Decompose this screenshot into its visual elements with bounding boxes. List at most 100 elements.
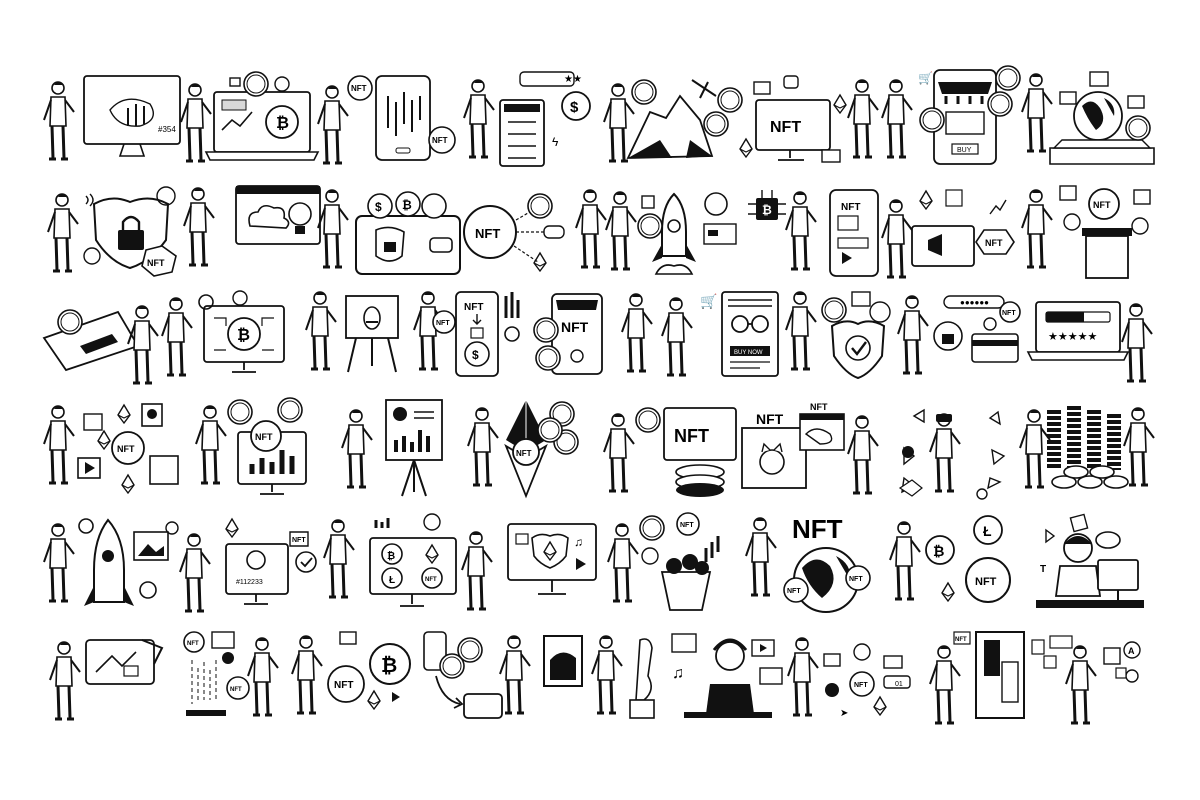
- gamepad-icon: [543, 225, 565, 239]
- bitcoin-icon: ₿: [933, 543, 944, 559]
- bitcoin-icon: ₿: [387, 550, 395, 562]
- lightbulb-icon: [288, 202, 312, 226]
- nft-bitcoin-exchange-illustration: NFT ₿: [290, 631, 411, 715]
- abstract-art-illustration: NFT: [928, 631, 1025, 725]
- text-tool-icon: T: [1040, 564, 1046, 575]
- creative-ideas-illustration: A: [1031, 635, 1141, 725]
- buy-button-label: BUY: [957, 147, 972, 154]
- statue-icon: [635, 638, 653, 701]
- nft-store-illustration: NFT 🛒: [533, 292, 717, 377]
- data-upload-illustration: NFT NFT: [183, 631, 280, 717]
- phone-chart-illustration: NFT NFT: [316, 75, 456, 165]
- litecoin-icon: Ł: [389, 575, 395, 586]
- vr-headset-icon: [936, 414, 952, 422]
- nft-coin-label: NFT: [117, 444, 135, 454]
- nft-globe-label: NFT: [787, 588, 801, 595]
- padlock-icon: [942, 334, 954, 344]
- password-dots-icon: ●●●●●●: [960, 298, 989, 307]
- star-icon: ★★★★★: [1048, 331, 1097, 343]
- bitcoin-monitor-illustration: ₿: [198, 290, 285, 373]
- digital-artist-desk-illustration: T: [1036, 513, 1144, 608]
- social-media-illustration: NFT 01 ➤: [786, 636, 911, 719]
- nft-transfer-phone-illustration: NFT NFT $: [412, 290, 520, 377]
- crypto-grid-illustration: ₿ Ł NFT: [322, 513, 457, 607]
- nft-tag-label: NFT: [810, 402, 828, 412]
- gear-icon: [78, 518, 94, 534]
- nft-badge-label: NFT: [351, 84, 367, 93]
- nft-basket-label: NFT: [680, 522, 694, 529]
- nft-monitor-illustration: NFT: [753, 75, 914, 163]
- security-shield-illustration: NFT: [46, 186, 177, 277]
- litecoin-icon: Ł: [983, 523, 992, 539]
- shopping-cart-icon: 🛒: [918, 71, 933, 85]
- globe-icon: [274, 76, 290, 92]
- star-icon: ★★: [564, 74, 582, 85]
- nft-coin-label: NFT: [975, 576, 997, 588]
- dollar-icon: $: [570, 99, 579, 116]
- nft-cat-art-illustration: NFT NFT: [741, 402, 880, 495]
- shield-check-illustration: [821, 291, 891, 380]
- egg-easel-illustration: [304, 290, 399, 373]
- checkmark-icon: [851, 341, 867, 356]
- counter-label: 01: [895, 681, 903, 688]
- nft-coin-label: NFT: [425, 577, 437, 583]
- lightbulb-icon: [1125, 669, 1139, 683]
- nft-screen-label: NFT: [770, 119, 801, 136]
- credit-card-icon: [971, 333, 1019, 363]
- bitcoin-icon: ₿: [402, 198, 412, 212]
- nft-gallery-illustration: NFT: [42, 403, 179, 494]
- price-label: #354: [158, 125, 176, 134]
- lightning-icon: ϟ: [552, 135, 559, 149]
- bitcoin-icon: ₿: [276, 114, 289, 132]
- image-icon: [821, 149, 841, 163]
- nft-analytics-illustration: NFT: [194, 397, 307, 495]
- presentation-chart-illustration: [340, 399, 443, 497]
- nft-phone-media-illustration: NFT NFT: [829, 189, 1015, 279]
- nft-node-label: NFT: [475, 226, 500, 241]
- bitcoin-icon: ₿: [381, 655, 397, 677]
- padlock-icon: [229, 77, 241, 87]
- nft-exhibition-illustration: NFT: [1020, 185, 1151, 279]
- rocket-startup-illustration: [42, 518, 179, 606]
- music-media-illustration: ♫: [671, 633, 783, 718]
- nft-basket-illustration: NFT: [606, 512, 720, 611]
- nft-coin-label: NFT: [334, 680, 353, 691]
- nft-badge-label: NFT: [147, 258, 165, 268]
- play-icon: [576, 558, 586, 570]
- bitcoin-icon: ₿: [237, 326, 250, 344]
- mining-illustration: [602, 79, 753, 163]
- rating-laptop-illustration: ★★★★★: [1026, 301, 1154, 383]
- game-console-illustration: ♫: [460, 523, 597, 611]
- nft-chat-label: NFT: [187, 641, 199, 647]
- palette-icon: [1095, 531, 1121, 549]
- bitcoin-chip-illustration: ₿: [748, 190, 818, 271]
- art-gallery-illustration: [543, 634, 655, 719]
- cloud-idea-illustration: [182, 185, 321, 267]
- nft-tag-label: NFT: [985, 238, 1003, 248]
- paper-plane-icon: ➤: [840, 708, 848, 719]
- nft-coin-label: NFT: [255, 432, 273, 442]
- rocket-icon: [661, 192, 687, 257]
- shopping-cart-icon: 🛒: [700, 293, 717, 310]
- nft-phone-label: NFT: [841, 202, 860, 213]
- dollar-icon: $: [375, 200, 382, 214]
- crypto-coins-illustration: ₿ Ł NFT: [888, 515, 1011, 603]
- play-icon: [760, 644, 767, 652]
- wallet-coins-illustration: $ ₿: [316, 188, 461, 275]
- coin-stack-icon: [1047, 406, 1121, 470]
- cat-nft-monitor-illustration: #112233 NFT: [178, 518, 317, 613]
- music-note-icon: ♫: [574, 535, 583, 549]
- glasses-shop-illustration: BUY NOW: [721, 290, 818, 377]
- nft-coin-label: NFT: [436, 320, 450, 327]
- nft-globe-label: NFT: [849, 576, 863, 583]
- nft-frame-label: NFT: [756, 411, 784, 427]
- gear-icon: [198, 294, 214, 310]
- nft-coin-label: NFT: [230, 687, 242, 693]
- nft-tag-label: NFT: [292, 537, 306, 544]
- coin-stacks-illustration: [1018, 406, 1156, 489]
- vr-metaverse-illustration: [898, 408, 1006, 500]
- megaphone-icon: [928, 234, 942, 256]
- wallet-icon: [463, 693, 503, 719]
- bitcoin-icon: ₿: [762, 203, 772, 217]
- globe-icon: [704, 192, 728, 216]
